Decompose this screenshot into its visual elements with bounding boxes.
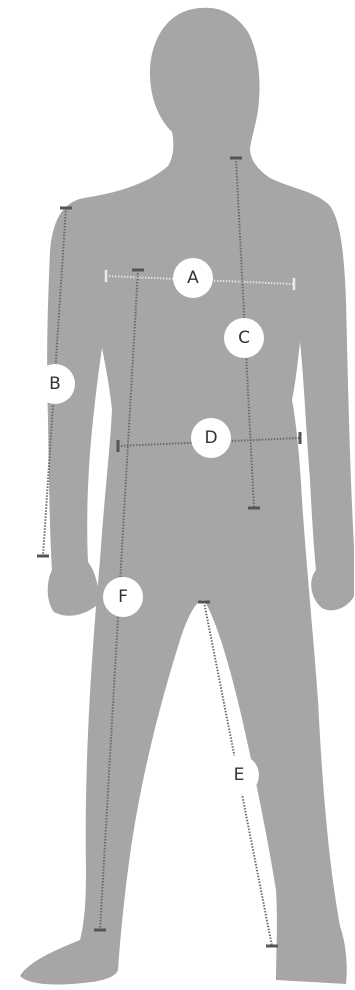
- label-f: F: [118, 587, 128, 607]
- label-d: D: [204, 428, 217, 448]
- human-silhouette: [20, 7, 354, 985]
- label-a: A: [187, 268, 199, 288]
- label-badge-e: E: [219, 755, 259, 795]
- label-badge-a: A: [173, 258, 213, 298]
- label-badge-d: D: [191, 418, 231, 458]
- label-c: C: [238, 328, 250, 348]
- label-badge-b: B: [35, 364, 75, 404]
- label-badge-f: F: [103, 577, 143, 617]
- label-e: E: [234, 765, 245, 785]
- silhouette-body: [20, 7, 354, 985]
- label-b: B: [49, 374, 61, 394]
- label-badge-c: C: [224, 318, 264, 358]
